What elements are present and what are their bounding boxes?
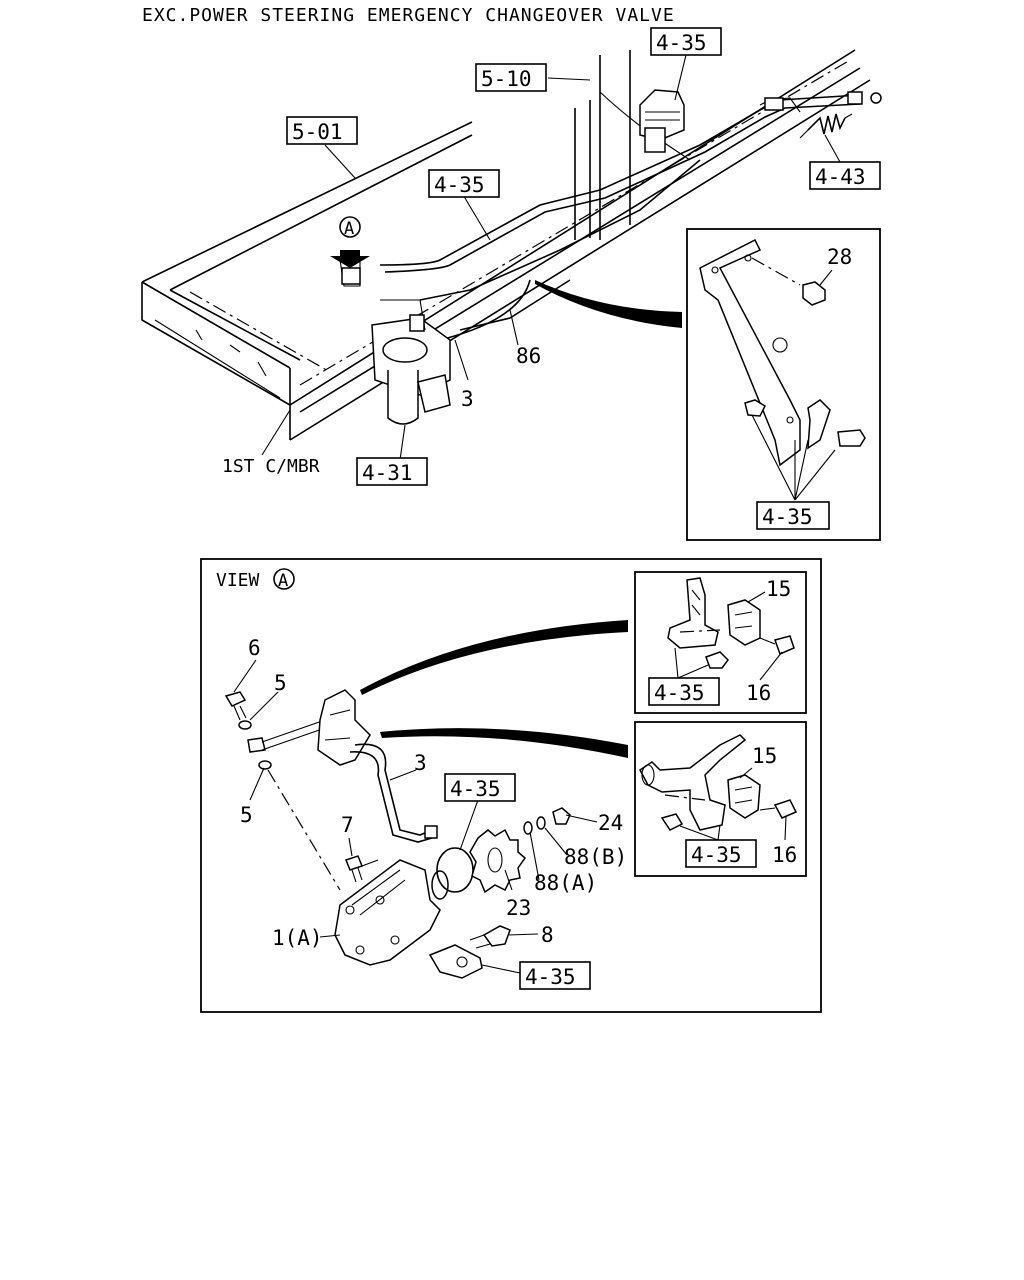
view-a-marker: A xyxy=(339,216,361,239)
ref-box-435-view: 4-35 xyxy=(450,777,501,801)
label-28: 28 xyxy=(827,245,852,269)
steering-pump-top xyxy=(330,250,451,425)
label-24: 24 xyxy=(598,811,623,835)
label-15-lower: 15 xyxy=(752,744,777,768)
diagram-title: EXC.POWER STEERING EMERGENCY CHANGEOVER … xyxy=(142,5,675,26)
label-cross-member: 1ST C/MBR xyxy=(222,456,320,477)
inset-bracket-panel: 28 4-35 xyxy=(686,228,881,541)
ref-box-435-inset1: 4-35 xyxy=(762,505,813,529)
svg-text:4-35: 4-35 xyxy=(434,173,485,197)
svg-text:4-35: 4-35 xyxy=(656,31,707,55)
inset-clamp-upper: 15 16 4-35 xyxy=(634,571,807,714)
view-a-letter: A xyxy=(344,219,354,239)
ref-box-435-inset2: 4-35 xyxy=(654,681,705,705)
label-88a: 88(A) xyxy=(534,871,597,895)
ref-box-510: 5-10 xyxy=(475,63,547,92)
label-5-upper: 5 xyxy=(274,671,287,695)
label-23: 23 xyxy=(506,896,531,920)
ref-box-443: 4-43 xyxy=(809,161,881,190)
svg-text:5-01: 5-01 xyxy=(292,120,343,144)
label-3-top: 3 xyxy=(461,387,474,411)
label-16-upper: 16 xyxy=(746,681,771,705)
label-5-lower: 5 xyxy=(240,803,253,827)
emergency-valve-top xyxy=(639,89,685,153)
label-6: 6 xyxy=(248,636,261,660)
label-88b: 88(B) xyxy=(564,845,627,869)
label-16-lower: 16 xyxy=(772,843,797,867)
leaders-top xyxy=(261,54,841,461)
ref-box-431: 4-31 xyxy=(356,457,428,486)
ref-box-435-top: 4-35 xyxy=(650,27,722,56)
hydraulic-pipes xyxy=(379,91,882,341)
label-7: 7 xyxy=(341,813,354,837)
inset-clamp-lower: 15 16 4-35 xyxy=(634,721,807,877)
svg-text:4-31: 4-31 xyxy=(362,461,413,485)
label-3-view: 3 xyxy=(414,751,427,775)
ref-box-435-mid: 4-35 xyxy=(428,169,500,198)
inset-1-leader xyxy=(535,280,682,328)
ref-box-435-inset3: 4-35 xyxy=(691,843,742,867)
ref-box-435-bottom: 4-35 xyxy=(525,965,576,989)
view-a-panel: VIEW A xyxy=(200,558,822,1013)
ref-box-501: 5-01 xyxy=(286,116,358,145)
svg-text:4-43: 4-43 xyxy=(815,165,866,189)
view-a-title-letter: A xyxy=(278,571,288,591)
label-8: 8 xyxy=(541,923,554,947)
label-86: 86 xyxy=(516,344,541,368)
label-1a: 1(A) xyxy=(272,926,323,950)
label-15-upper: 15 xyxy=(766,577,791,601)
svg-text:5-10: 5-10 xyxy=(481,67,532,91)
view-a-title: VIEW xyxy=(216,570,260,591)
